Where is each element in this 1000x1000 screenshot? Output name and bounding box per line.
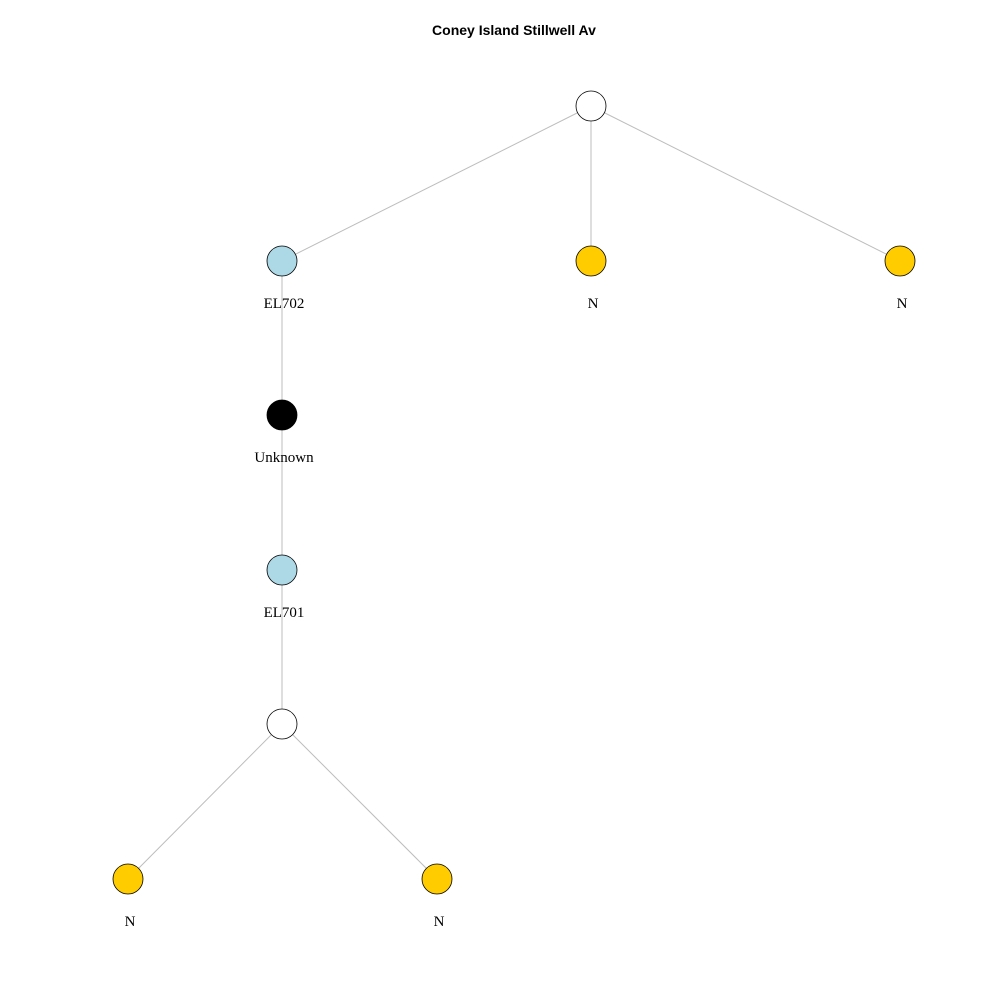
node-n2: N — [884, 245, 916, 312]
junction-node-circle — [266, 708, 298, 740]
node-root — [575, 90, 607, 122]
edge-root-n2 — [590, 105, 901, 262]
node-label: N — [588, 296, 599, 312]
diagram-title: Coney Island Stillwell Av — [432, 22, 596, 38]
node-label: N — [434, 914, 445, 930]
edge-junction2-n3 — [127, 723, 283, 880]
node-n4: N — [421, 863, 453, 930]
line-node-circle — [575, 245, 607, 277]
node-n3: N — [112, 863, 144, 930]
junction-node-circle — [575, 90, 607, 122]
node-unknown: Unknown — [254, 399, 314, 466]
node-label: N — [125, 914, 136, 930]
line-node-circle — [112, 863, 144, 895]
track-node-circle — [266, 554, 298, 586]
node-label: EL702 — [264, 296, 305, 312]
node-label: N — [897, 296, 908, 312]
node-label: Unknown — [254, 450, 314, 466]
node-label: EL701 — [264, 605, 305, 621]
unknown-node-circle — [266, 399, 298, 431]
node-el702: EL702 — [264, 245, 305, 312]
line-node-circle — [884, 245, 916, 277]
node-junction2 — [266, 708, 298, 740]
track-node-circle — [266, 245, 298, 277]
node-el701: EL701 — [264, 554, 305, 621]
edge-layer — [127, 105, 901, 880]
edge-junction2-n4 — [281, 723, 438, 880]
node-n1: N — [575, 245, 607, 312]
edge-root-el702 — [281, 105, 592, 262]
line-node-circle — [421, 863, 453, 895]
